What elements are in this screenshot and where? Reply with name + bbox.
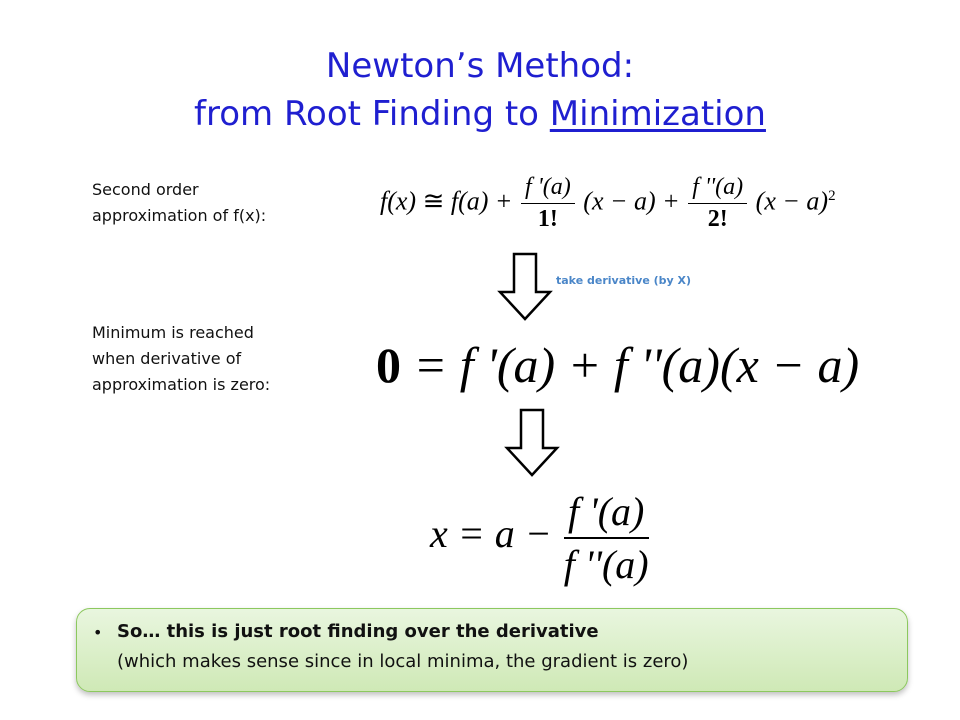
approx-fraction-2-denominator: 2!	[707, 206, 728, 232]
second-order-label: Second order approximation of f(x):	[92, 177, 266, 229]
approx-term-3: (x − a)	[755, 186, 829, 216]
approx-fraction-2-numerator: f ''(a)	[688, 174, 748, 204]
approx-term-1: f(a) +	[450, 186, 513, 216]
solution-fraction: f '(a)f ''(a)	[563, 488, 649, 588]
callout-line-2: (which makes sense since in local minima…	[117, 651, 689, 672]
approx-fraction-2: f ''(a)2!	[688, 174, 748, 233]
approx-sign: ≅	[422, 186, 445, 216]
down-arrow-icon	[504, 408, 560, 477]
solution-equation: x = a − f '(a)f ''(a)	[430, 488, 651, 588]
derivative-equation: 0 = f '(a) + f ''(a)(x − a)	[376, 336, 859, 394]
summary-callout: • So… this is just root finding over the…	[76, 608, 908, 692]
second-order-label-line-1: Second order	[92, 180, 199, 199]
second-order-label-line-2: approximation of f(x):	[92, 206, 267, 225]
approx-fraction-1-numerator: f '(a)	[520, 174, 575, 204]
minimum-label-line-1: Minimum is reached	[92, 323, 254, 342]
down-arrow-icon	[497, 252, 553, 321]
approx-exponent: 2	[828, 187, 836, 204]
approx-lhs: f(x)	[380, 186, 417, 216]
derivative-zero: 0	[376, 337, 401, 393]
minimum-label-line-2: when derivative of	[92, 349, 242, 368]
callout-line-1: So… this is just root finding over the d…	[117, 621, 599, 642]
take-derivative-label: take derivative (by X)	[556, 274, 692, 287]
approx-fraction-1: f '(a)1!	[520, 174, 575, 233]
title-line-2-prefix: from Root Finding to	[194, 94, 550, 134]
title-line-2: from Root Finding to Minimization	[0, 90, 960, 138]
title-line-1: Newton’s Method:	[325, 46, 635, 86]
derivative-rest: = f '(a) + f ''(a)(x − a)	[413, 337, 860, 393]
approximation-equation: f(x) ≅ f(a) + f '(a)1! (x − a) + f ''(a)…	[380, 174, 836, 233]
approx-term-2: (x − a) +	[583, 186, 680, 216]
solution-lhs: x = a −	[430, 511, 552, 557]
solution-denominator: f ''(a)	[563, 542, 649, 587]
slide-title: Newton’s Method: from Root Finding to Mi…	[0, 42, 960, 138]
minimum-label: Minimum is reached when derivative of ap…	[92, 320, 270, 398]
title-underlined-word: Minimization	[549, 94, 766, 134]
bullet-icon: •	[93, 623, 103, 642]
approx-fraction-1-denominator: 1!	[537, 206, 558, 232]
minimum-label-line-3: approximation is zero:	[92, 375, 271, 394]
solution-numerator: f '(a)	[563, 488, 649, 539]
